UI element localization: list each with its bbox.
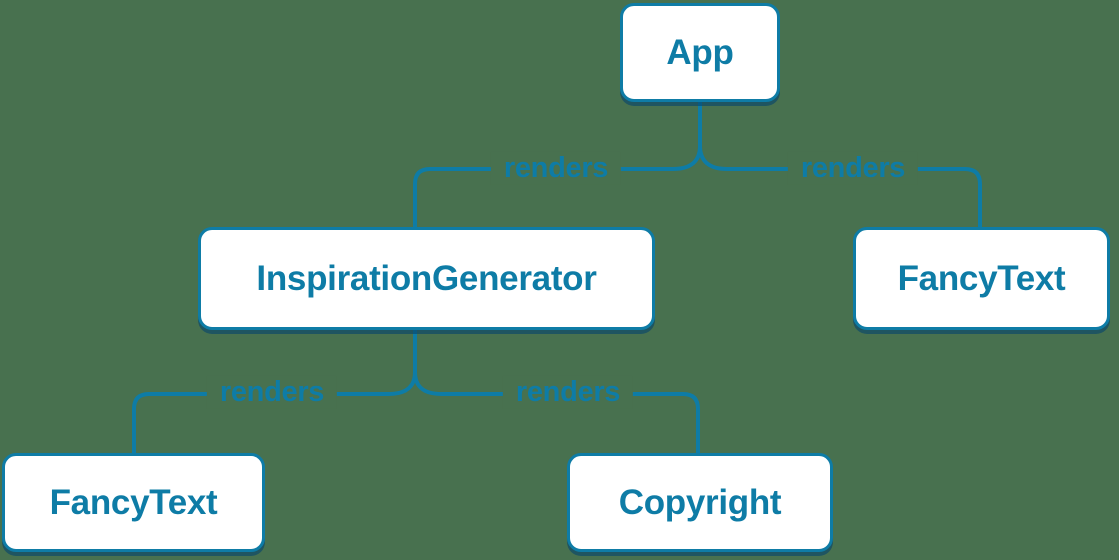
- edge-label-app-fancytext: renders: [787, 151, 919, 186]
- node-fancytext-bottom-label: FancyText: [49, 482, 218, 522]
- edge-label-inspirationgenerator-fancytext: renders: [206, 375, 338, 410]
- node-inspirationgenerator-label: InspirationGenerator: [256, 258, 597, 298]
- node-app-label: App: [666, 32, 734, 72]
- node-inspirationgenerator: InspirationGenerator: [198, 227, 655, 330]
- node-fancytext-top-label: FancyText: [897, 258, 1066, 298]
- node-app: App: [620, 3, 780, 102]
- edge-label-app-inspirationgenerator: renders: [490, 151, 622, 186]
- node-fancytext-bottom: FancyText: [2, 453, 265, 552]
- node-copyright-label: Copyright: [618, 482, 782, 522]
- node-fancytext-top: FancyText: [853, 227, 1110, 330]
- edge-label-inspirationgenerator-copyright: renders: [502, 375, 634, 410]
- node-copyright: Copyright: [567, 453, 833, 552]
